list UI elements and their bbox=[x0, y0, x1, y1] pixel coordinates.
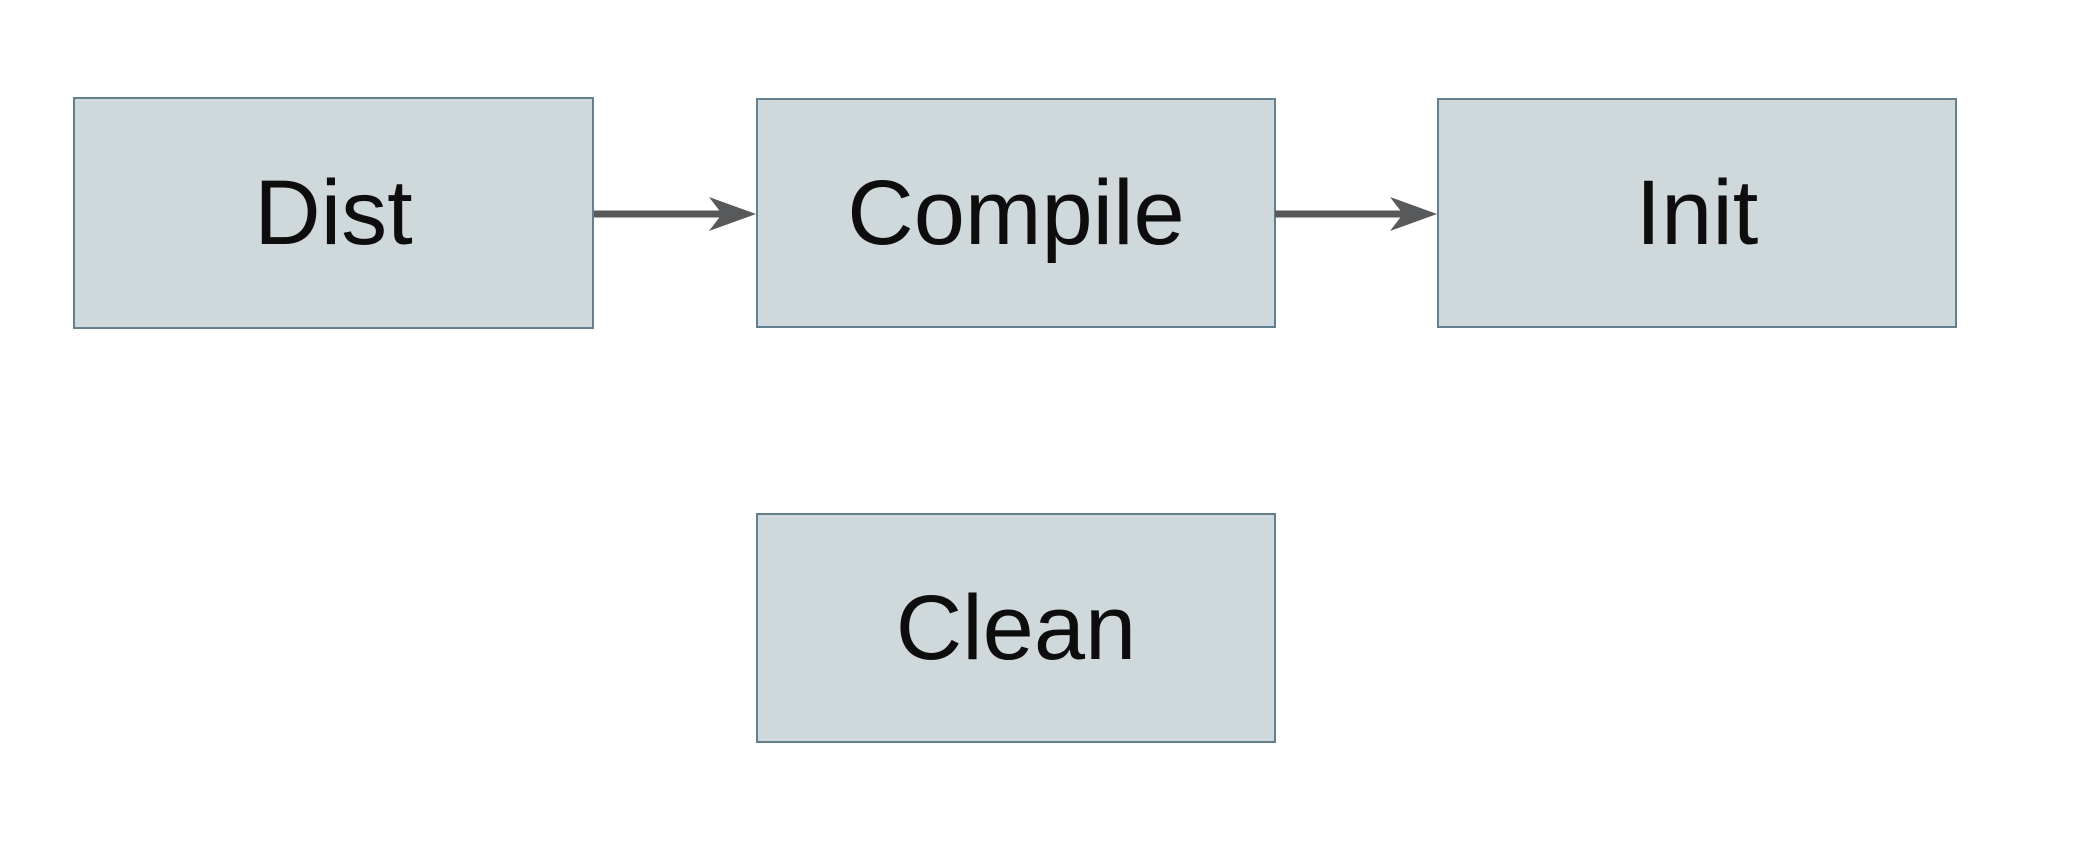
node-clean-label: Clean bbox=[895, 577, 1137, 679]
node-dist[interactable]: Dist bbox=[73, 97, 594, 329]
arrow-compile-to-init bbox=[1275, 197, 1437, 231]
arrow-dist-to-compile bbox=[594, 197, 756, 231]
node-init-label: Init bbox=[1635, 162, 1759, 264]
node-clean[interactable]: Clean bbox=[756, 513, 1276, 743]
arrowhead-icon bbox=[1390, 197, 1437, 231]
node-dist-label: Dist bbox=[254, 162, 413, 264]
node-compile[interactable]: Compile bbox=[756, 98, 1276, 328]
node-compile-label: Compile bbox=[847, 162, 1185, 264]
arrowhead-icon bbox=[709, 197, 756, 231]
node-init[interactable]: Init bbox=[1437, 98, 1957, 328]
